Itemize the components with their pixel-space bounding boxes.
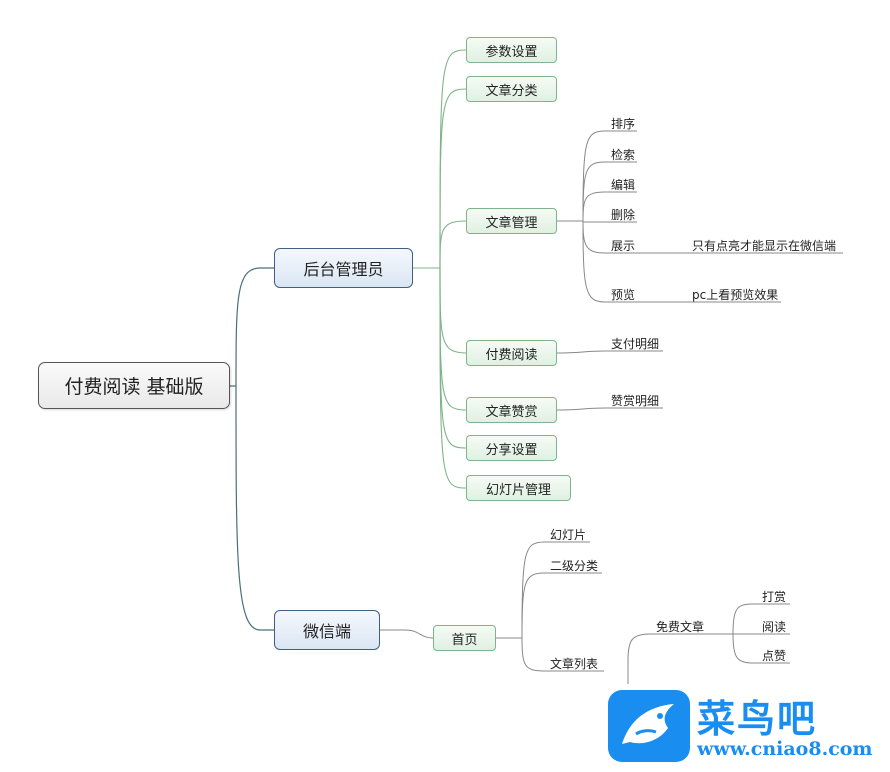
home-label: 首页 [451,632,478,648]
like-leaf[interactable]: 点赞 [762,649,787,663]
admin-node[interactable]: 后台管理员 [274,248,413,288]
bird-logo-icon [608,690,690,762]
admin-label: 后台管理员 [303,260,384,279]
share-label: 分享设置 [485,442,538,458]
free-article-leaf[interactable]: 免费文章 [656,620,705,634]
manage-label: 文章管理 [485,215,538,231]
root-label: 付费阅读 基础版 [64,376,204,398]
admin-branch-lines [413,49,467,489]
paid-node[interactable]: 付费阅读 [466,340,557,366]
category-label: 文章分类 [485,83,538,99]
root-branch-lines [230,267,274,631]
slides-mgmt-node[interactable]: 幻灯片管理 [466,475,571,501]
manage-node[interactable]: 文章管理 [466,208,557,234]
share-node[interactable]: 分享设置 [466,435,557,461]
article-list-leaf[interactable]: 文章列表 [550,657,599,671]
payment-detail-leaf[interactable]: 支付明细 [611,337,660,351]
wechat-label: 微信端 [302,622,351,641]
reward-label: 文章赞赏 [485,404,538,420]
leaf-lines [380,130,843,684]
level2-category-leaf[interactable]: 二级分类 [550,559,599,573]
reward-node[interactable]: 文章赞赏 [466,397,557,423]
bird-icon [622,704,674,744]
show-note[interactable]: 只有点亮才能显示在微信端 [692,239,837,253]
watermark-url: www.cniao8.com [697,738,873,760]
wechat-node[interactable]: 微信端 [274,610,380,650]
root-node[interactable]: 付费阅读 基础版 [38,362,230,409]
preview-note[interactable]: pc上看预览效果 [692,288,779,302]
watermark-title: 菜鸟吧 [697,696,818,741]
read-leaf[interactable]: 阅读 [762,620,787,634]
home-slides-leaf[interactable]: 幻灯片 [550,528,587,542]
show-leaf[interactable]: 展示 [611,239,636,253]
home-node[interactable]: 首页 [433,625,496,651]
slides-mgmt-label: 幻灯片管理 [485,482,551,498]
params-node[interactable]: 参数设置 [466,37,557,63]
sort-leaf[interactable]: 排序 [611,117,636,131]
params-label: 参数设置 [485,44,538,60]
reward-detail-leaf[interactable]: 赞赏明细 [611,394,660,408]
paid-label: 付费阅读 [485,347,538,363]
category-node[interactable]: 文章分类 [466,76,557,102]
delete-leaf[interactable]: 删除 [611,208,636,222]
preview-leaf[interactable]: 预览 [611,288,636,302]
tip-leaf[interactable]: 打赏 [762,590,787,604]
edit-leaf[interactable]: 编辑 [611,178,636,192]
search-leaf[interactable]: 检索 [611,148,636,162]
